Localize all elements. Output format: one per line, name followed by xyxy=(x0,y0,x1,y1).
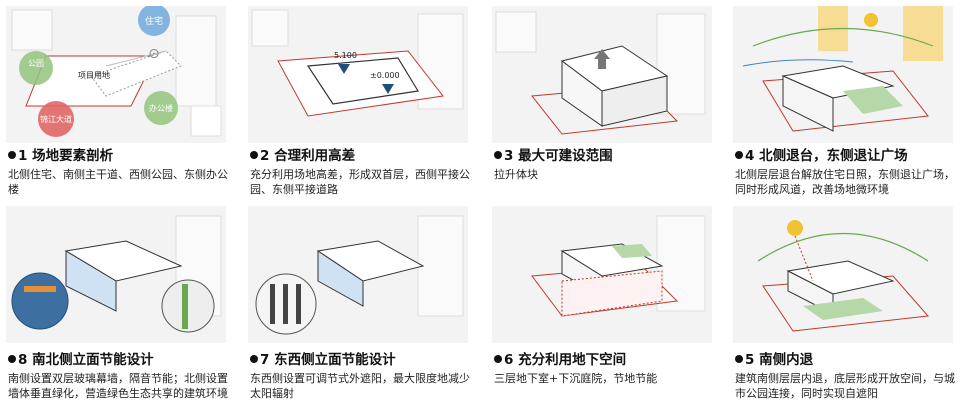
underground-diagram xyxy=(492,206,712,343)
elevation-marker-icon xyxy=(382,84,394,94)
panel-title: 8 南北侧立面节能设计 xyxy=(8,352,230,369)
elevation-marker-icon xyxy=(338,64,350,74)
panel-title: 2 合理利用高差 xyxy=(250,148,472,165)
svg-text:办公楼: 办公楼 xyxy=(149,103,173,113)
panel-desc: 三层地下室+下沉庭院，节地节能 xyxy=(494,372,658,385)
office-circle xyxy=(144,91,178,125)
panel-desc: 东西侧设置可调节式外遮阳，最大限度地减少太阳辐射 xyxy=(250,372,470,400)
site-analysis-diagram: 住宅 公园 项目用地 锦江大道 办公楼 ⊙ xyxy=(6,6,226,143)
panel-title: 1 场地要素剖析 xyxy=(8,148,230,165)
sun-icon xyxy=(787,220,803,236)
svg-text:5.100: 5.100 xyxy=(334,51,357,60)
east-west-facade-diagram xyxy=(248,206,468,343)
panel-title: 3 最大可建设范围 xyxy=(494,148,716,165)
panel-desc: 建筑南侧层层内退，底层形成开放空间，与城市公园连接，同时实现自遮阳 xyxy=(735,372,955,400)
svg-text:住宅: 住宅 xyxy=(145,15,163,27)
panel-desc: 拉升体块 xyxy=(494,168,538,181)
north-arrow-icon: ⊙ xyxy=(148,46,160,62)
panel-desc: 南侧设置双层玻璃幕墙，隔音节能；北侧设置墙体垂直绿化，营造绿色生态共享的建筑环境 xyxy=(8,372,228,400)
panel-title: 4 北侧退台，东侧退让广场 xyxy=(735,148,957,165)
svg-text:±0.000: ±0.000 xyxy=(370,71,400,80)
panel-desc: 充分利用场地高差，形成双首层，西侧平接公园、东侧平接道路 xyxy=(250,168,470,196)
up-arrow-icon xyxy=(594,49,610,69)
road-circle xyxy=(38,101,74,137)
massing-diagram xyxy=(492,6,712,143)
panel-title: 5 南侧内退 xyxy=(735,352,957,369)
panel-desc: 北侧层层退台解放住宅日照，东侧退让广场，同时形成风道，改善场地微环境 xyxy=(735,168,955,196)
panel-title: 7 东西侧立面节能设计 xyxy=(250,352,472,369)
panel-desc: 北侧住宅、南侧主干道、西侧公园、东侧办公楼 xyxy=(8,168,228,196)
sun-icon xyxy=(864,13,878,27)
elevation-diagram: 5.100 ±0.000 xyxy=(248,6,468,143)
setback-diagram xyxy=(733,6,953,143)
north-south-facade-diagram xyxy=(6,206,226,343)
park-circle xyxy=(19,51,53,85)
south-recess-diagram xyxy=(733,206,953,343)
panel-title: 6 充分利用地下空间 xyxy=(494,352,716,369)
svg-text:锦江大道: 锦江大道 xyxy=(40,114,72,124)
svg-text:项目用地: 项目用地 xyxy=(78,70,110,80)
residence-circle xyxy=(138,6,170,36)
detail-callout xyxy=(11,272,69,330)
svg-text:公园: 公园 xyxy=(28,59,44,68)
